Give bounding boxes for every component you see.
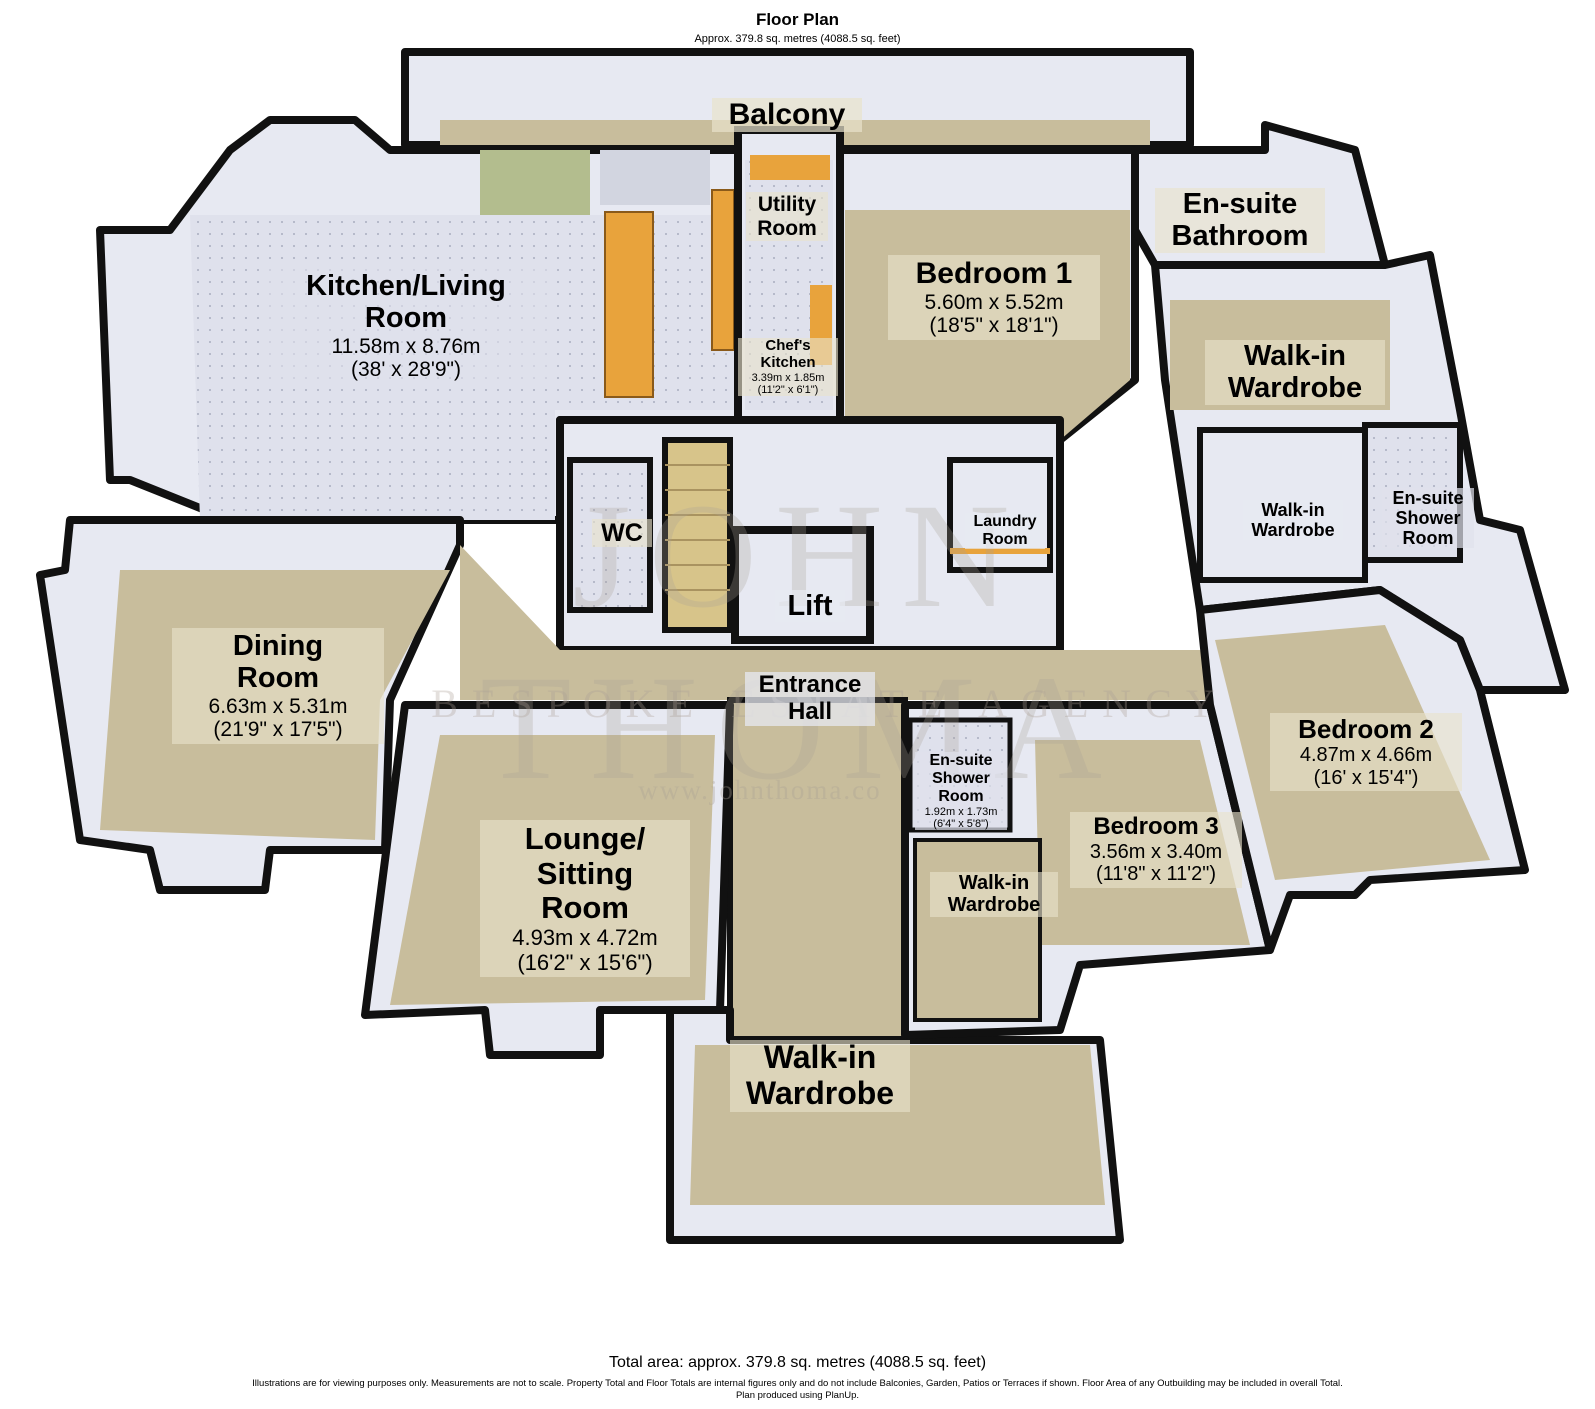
room-label-lounge-sitting-room: Lounge/ Sitting Room 4.93m x 4.72m (16'2… bbox=[480, 820, 690, 978]
room-label-chefs-kitchen: Chef's Kitchen 3.39m x 1.85m (11'2" x 6'… bbox=[738, 337, 838, 397]
plan-credit: Plan produced using PlanUp. bbox=[735, 1389, 860, 1401]
room-label-en-suite-bathroom: En-suite Bathroom bbox=[1155, 188, 1325, 253]
room-label-walk-in-wardrobe-1: Walk-in Wardrobe bbox=[1205, 340, 1385, 405]
room-label-utility-room: Utility Room bbox=[746, 192, 828, 242]
room-label-walk-in-wardrobe-3: Walk-in Wardrobe bbox=[930, 872, 1058, 917]
room-label-walk-in-wardrobe-2: Walk-in Wardrobe bbox=[1243, 500, 1343, 541]
total-area: Total area: approx. 379.8 sq. metres (40… bbox=[608, 1354, 987, 1371]
plan-title: Floor Plan bbox=[755, 10, 840, 29]
room-label-dining-room: Dining Room 6.63m x 5.31m (21'9" x 17'5"… bbox=[172, 628, 384, 744]
room-label-balcony: Balcony bbox=[712, 98, 862, 132]
room-label-laundry-room: Laundry Room bbox=[965, 513, 1045, 549]
room-label-lift: Lift bbox=[775, 590, 845, 623]
disclaimer-text: Illustrations are for viewing purposes o… bbox=[252, 1378, 1343, 1389]
room-label-bedroom-3: Bedroom 3 3.56m x 3.40m (11'8" x 11'2") bbox=[1070, 812, 1242, 888]
room-label-entrance-hall: Entrance Hall bbox=[745, 671, 875, 726]
room-label-bedroom-2: Bedroom 2 4.87m x 4.66m (16' x 15'4") bbox=[1270, 713, 1462, 791]
room-label-en-suite-shower-room-2: En-suite Shower Room 1.92m x 1.73m (6'4"… bbox=[915, 752, 1007, 831]
room-label-kitchen-living-room: Kitchen/Living Room 11.58m x 8.76m (38' … bbox=[265, 268, 547, 384]
room-label-bedroom-1: Bedroom 1 5.60m x 5.52m (18'5" x 18'1") bbox=[888, 255, 1100, 340]
disclaimer: Illustrations are for viewing purposes o… bbox=[100, 1378, 1495, 1402]
room-label-en-suite-shower-room-1: En-suite Shower Room bbox=[1382, 488, 1474, 549]
room-label-walk-in-wardrobe-4: Walk-in Wardrobe bbox=[730, 1039, 910, 1112]
plan-subtitle: Approx. 379.8 sq. metres (4088.5 sq. fee… bbox=[694, 33, 901, 45]
room-label-wc: WC bbox=[592, 519, 652, 547]
